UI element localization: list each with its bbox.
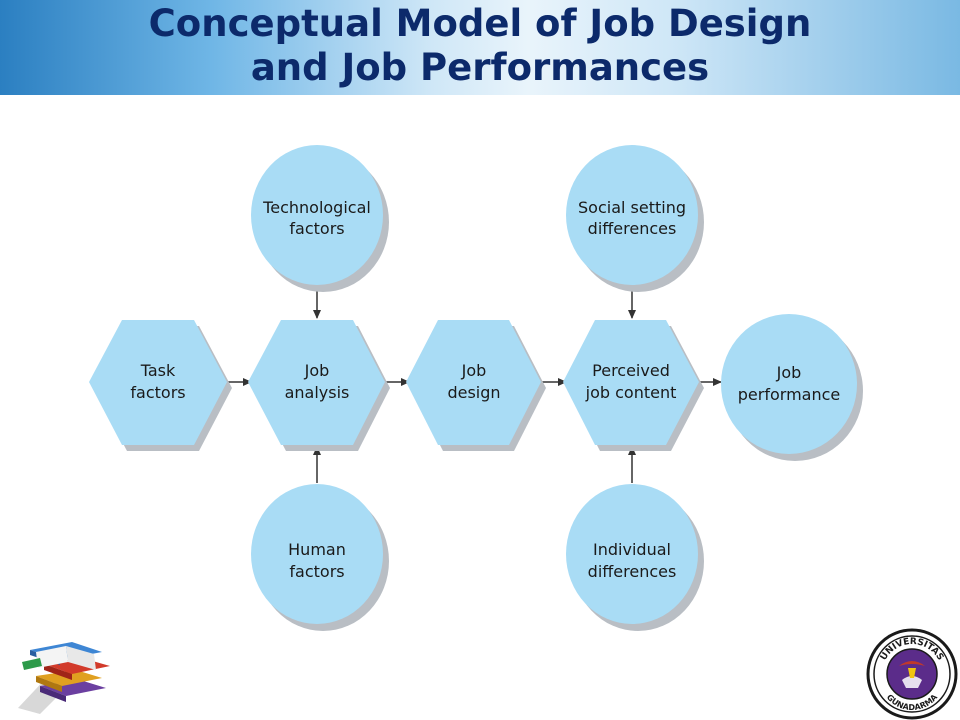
node-technological-label-2: factors [289,219,344,238]
node-task-label-1: Task [140,361,176,380]
node-analysis-label-2: analysis [285,383,350,402]
node-human-factors: Human factors [251,484,389,631]
node-design-label-2: design [447,383,500,402]
node-individual-differences: Individual differences [566,484,704,631]
node-task-factors: Task factors [89,320,232,451]
node-job-performance: Job performance [721,314,863,461]
node-technological-label-1: Technological [262,198,371,217]
page-title: Conceptual Model of Job Design and Job P… [0,0,960,90]
node-human-label-2: factors [289,562,344,581]
node-performance-label-1: Job [776,363,802,382]
node-social-label-2: differences [588,219,677,238]
university-seal-icon: UNIVERSITAS GUNADARMA [866,628,958,720]
node-perceived-job-content: Perceived job content [563,320,704,451]
node-performance-label-2: performance [738,385,840,404]
node-perceived-label-2: job content [585,383,677,402]
node-individual-label-2: differences [588,562,677,581]
node-design-label-1: Job [461,361,487,380]
header-band [0,0,960,95]
page-title-line-2: and Job Performances [250,46,710,89]
node-job-analysis: Job analysis [248,320,390,451]
page-title-line-1: Conceptual Model of Job Design [148,2,812,45]
node-technological-factors: Technological factors [251,145,389,292]
node-social-label-1: Social setting [578,198,686,217]
books-stack-logo-icon [18,642,110,714]
node-human-label-1: Human [288,540,346,559]
node-individual-label-1: Individual [593,540,671,559]
node-job-design: Job design [406,320,546,451]
node-social-setting-differences: Social setting differences [566,145,704,292]
node-task-label-2: factors [130,383,185,402]
node-perceived-label-1: Perceived [592,361,670,380]
node-analysis-label-1: Job [304,361,330,380]
